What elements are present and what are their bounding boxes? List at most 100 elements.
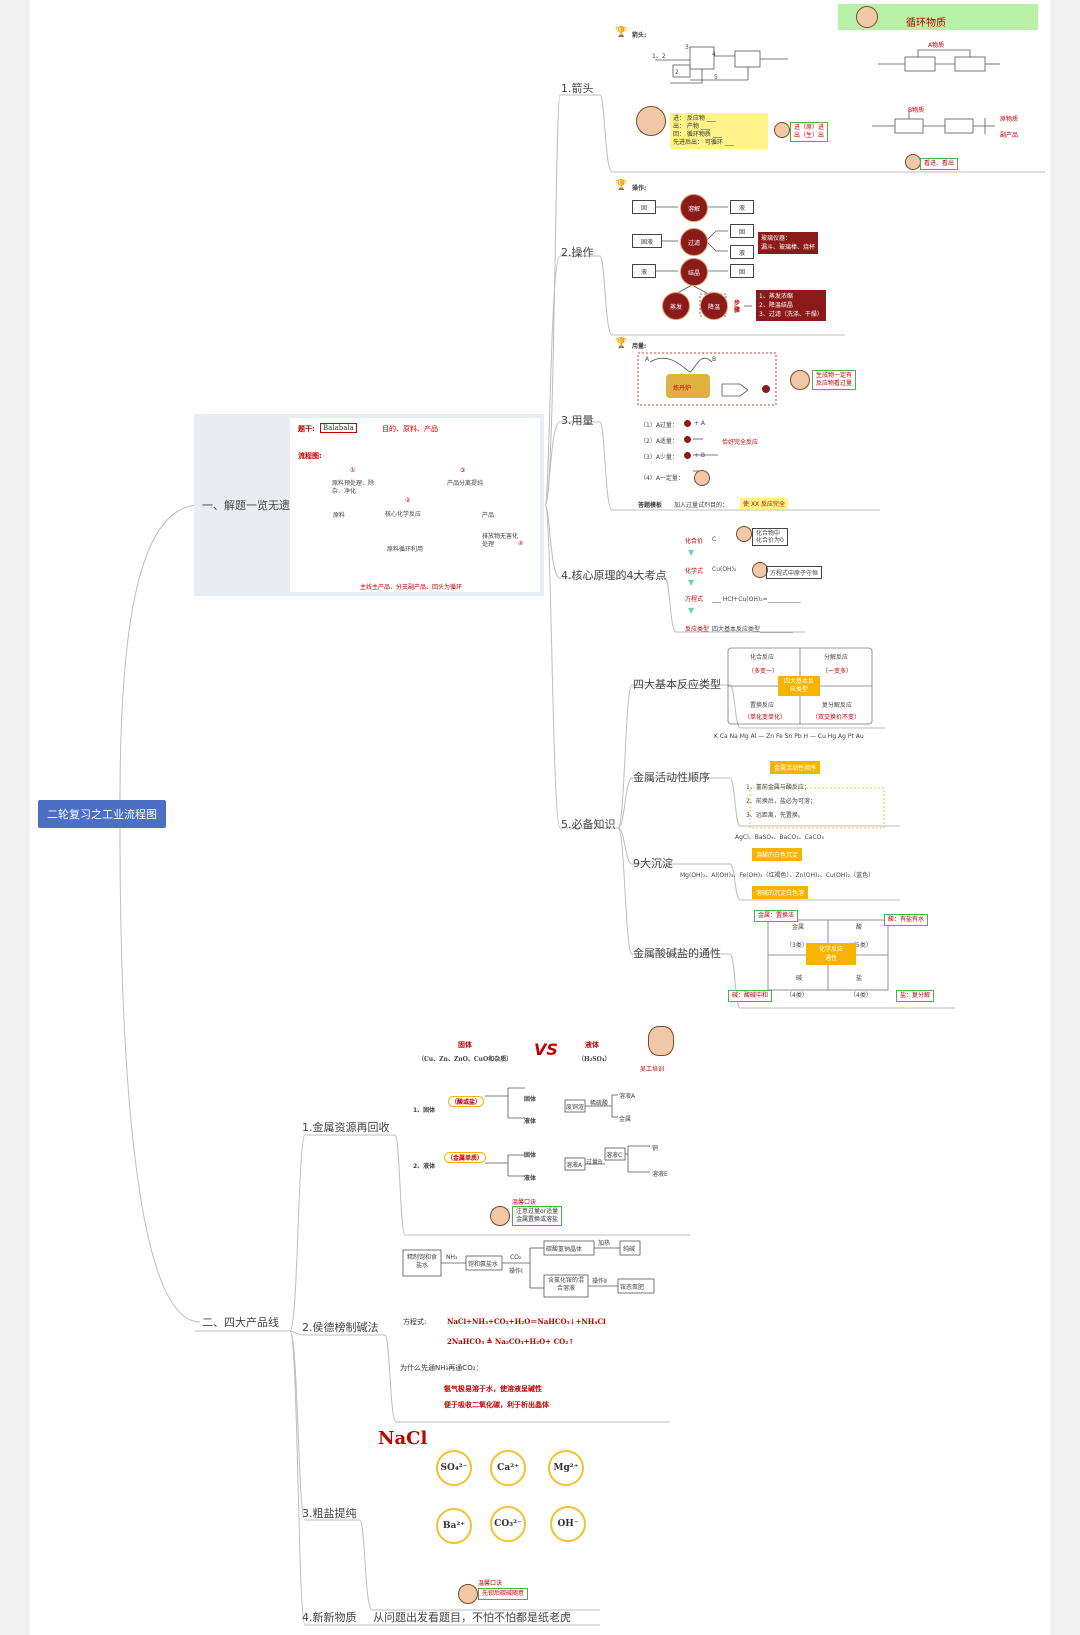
amount-dot-3	[684, 452, 691, 459]
op-row1-solid: 固	[632, 200, 656, 214]
metal-solid-sub: （Cu、Zn、ZnO、CuO和杂质）	[418, 1056, 513, 1063]
core-tip2-avatar-icon	[752, 562, 768, 578]
rt-note-1: （多变一）	[748, 668, 779, 675]
metal-mini2-3: 溶液C	[606, 1152, 623, 1159]
metal-brand: 吴工培训	[640, 1066, 665, 1073]
metal-item2-tag: （金属单质）	[444, 1152, 487, 1163]
flowchart-waste: 排放物无害化处理	[482, 533, 519, 548]
hou-flow-fertilizer: 铵态氮肥	[620, 1284, 645, 1291]
prop-tip-acid: 酸：有盐有水	[884, 914, 929, 926]
core-row-3: 方程式	[685, 596, 704, 603]
metal-liquid-sub: （H₂SO₄）	[578, 1056, 611, 1063]
metal-mini2-5: 溶液E	[652, 1171, 668, 1178]
metal-outcome-1: 固体	[524, 1096, 537, 1103]
flowchart-box-raw: 原料	[333, 512, 346, 519]
op-evaporate[interactable]: 蒸发	[662, 292, 690, 320]
arrows-side-byproduct: 副产品	[1000, 132, 1019, 139]
core-val-1: C	[712, 536, 717, 543]
amount-tip: 生成物一定有 反应物看过量	[812, 370, 857, 390]
flowchart-box-pretreat: 原料预处理、除杂、净化	[332, 480, 375, 495]
metal-mini-4: 金属	[619, 1116, 632, 1123]
arrows-side-raw: 原物质	[1000, 116, 1019, 123]
root-node[interactable]: 二轮复习之工业流程图	[38, 800, 166, 828]
metal-outcome-2: 液体	[524, 1118, 537, 1125]
topic-core[interactable]: 4.核心原理的4大考点	[561, 569, 667, 582]
ion-magnesium: Mg²⁺	[548, 1450, 584, 1486]
hou-answer-2: 便于吸收二氧化碳，利于析出晶体	[444, 1401, 549, 1409]
hou-flow-op1: 操作Ⅰ	[509, 1268, 523, 1275]
hou-eq-1: NaCl+NH₃+CO₂+H₂O＝NaHCO₃↓+NH₄Cl	[447, 1317, 606, 1326]
arrows-card-first: 先进后出： 可循环 ___	[673, 139, 734, 146]
ion-carbonate: CO₃²⁻	[490, 1506, 526, 1542]
topic-arrows[interactable]: 1.箭头	[561, 82, 594, 95]
arrows-card-out: 出： 产物 ___	[673, 123, 710, 130]
salt-title: NaCl	[378, 1428, 428, 1449]
metal-tip: 注意过量or适量 金属置换或溶盐	[512, 1206, 563, 1226]
salt-tip-head: 温馨口诀	[478, 1580, 503, 1587]
prop-metal: 金属	[792, 924, 805, 931]
branch-part2[interactable]: 二、四大产品线	[202, 1316, 279, 1329]
knowledge-properties[interactable]: 金属酸碱盐的通性	[633, 947, 721, 960]
topic-amount[interactable]: 3.用量	[561, 414, 594, 427]
metal-outcome-4: 液体	[524, 1175, 537, 1182]
core-chevron-icon-1: ▼	[688, 548, 695, 557]
flowchart-bottom-note: 主线主产品、分支副产品、回头为循环	[360, 584, 463, 591]
metal-item1: 1、固体	[413, 1107, 436, 1114]
metal-mini-1: 废铜渣	[566, 1104, 585, 1111]
metal-mini-2: 稀硫酸	[590, 1100, 609, 1107]
flowchart-circle-4: ④	[518, 540, 524, 547]
hou-flow-co2: CO₂	[510, 1254, 522, 1261]
flowchart-box-core: 核心化学反应	[385, 511, 422, 518]
core-val-3: ___ HCl+Cu(OH)₂=___________	[712, 596, 801, 603]
arrows-card: 进： 反应物 ___ 出： 产物 ___ 回： 循环物质 ___ 先进后出： 可…	[670, 113, 768, 149]
topic-hou[interactable]: 2.侯德榜制碱法	[302, 1321, 379, 1334]
topic-operation[interactable]: 2.操作	[561, 246, 594, 259]
new-substance-text: 从问题出发看题目，不怕不怕都是纸老虎	[373, 1611, 571, 1624]
salt-tip-avatar-icon	[458, 1584, 478, 1604]
amount-tip-line2: 反应物看过量	[816, 380, 853, 387]
topic-knowledge[interactable]: 5.必备知识	[561, 818, 616, 831]
topic-metal-recycle[interactable]: 1.金属资源再回收	[302, 1121, 390, 1134]
core-tip-2: 方程式中原子守恒	[766, 566, 823, 579]
arrows-a-label: A物质	[928, 42, 945, 49]
metal-vs: VS	[534, 1040, 558, 1059]
hou-flow-op2: 操作Ⅱ	[592, 1278, 607, 1285]
op-steps: 1、蒸发浓缩 2、降温结晶 3、过滤（洗涤、干燥）	[756, 290, 826, 321]
flowchart-card	[290, 418, 540, 592]
op-dissolve[interactable]: 溶解	[680, 194, 708, 222]
op-instrument: 玻璃仪器： 漏斗、玻璃棒、烧杯	[758, 232, 819, 254]
amount-a: A	[645, 356, 650, 363]
rt-note-2: （一变多）	[822, 668, 853, 675]
ion-sulfate: SO₄²⁻	[436, 1450, 472, 1486]
prop-tip-salt: 盐：复分解	[896, 990, 935, 1002]
ion-calcium: Ca²⁺	[490, 1450, 526, 1486]
branch-part1[interactable]: 一、解题一览无遗	[202, 499, 290, 512]
topic-new-substance[interactable]: 4.新新物质	[302, 1611, 357, 1624]
knowledge-reaction-types[interactable]: 四大基本反应类型	[633, 678, 721, 691]
flowchart-box-separate: 产品分离提纯	[447, 480, 484, 487]
rt-note-4: （双交换价不变）	[812, 714, 861, 721]
rt-double-displacement: 复分解反应	[822, 702, 853, 709]
amount-dot-2	[684, 436, 691, 443]
op-filter[interactable]: 过滤	[680, 228, 708, 256]
metal-item1-tag: （酸或盐）	[448, 1096, 485, 1107]
op-crystallize[interactable]: 结晶	[680, 258, 708, 286]
knowledge-precipitates[interactable]: 9大沉淀	[633, 857, 673, 870]
operation-heading: 操作:	[632, 185, 647, 192]
op-instrument-items: 漏斗、玻璃棒、烧杯	[761, 244, 816, 251]
precip-badge-2: 溶碱的沉淀白色溶	[752, 886, 809, 899]
op-cool[interactable]: 降温	[700, 292, 728, 320]
core-val-2: Cu(OH)₂	[712, 566, 737, 573]
prop-base: 碱	[796, 975, 803, 982]
prop-count-acid: （5类）	[850, 942, 872, 949]
hou-answer-1: 氨气极易溶于水，使溶液呈碱性	[444, 1385, 542, 1393]
knowledge-activity[interactable]: 金属活动性顺序	[633, 771, 710, 784]
prop-count-base: （4类）	[786, 992, 808, 999]
amount-b: B	[712, 356, 717, 363]
metal-tip-head: 温馨口诀	[512, 1199, 537, 1206]
flowchart-chart-label: 流程图:	[298, 452, 322, 460]
topic-salt[interactable]: 3.粗盐提纯	[302, 1507, 357, 1520]
amount-plus-a: + A	[694, 420, 706, 427]
arrows-num-5: 5	[714, 74, 718, 81]
metal-liquid: 液体	[585, 1041, 599, 1049]
